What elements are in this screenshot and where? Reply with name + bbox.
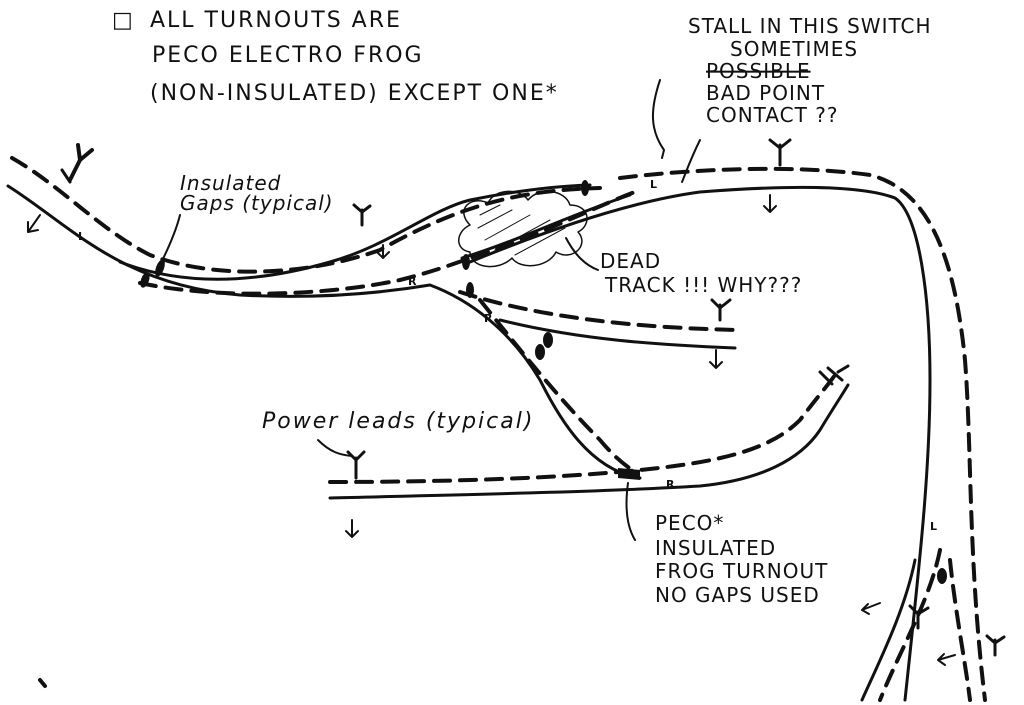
legend-line-1: ALL TURNOUTS ARE [150,8,402,33]
power-lead-icon [768,138,792,167]
gap-marker [543,332,553,348]
stall-line-struck: POSSIBLE [706,59,811,83]
power-leads [27,138,1006,666]
gap-marker [140,272,150,288]
rail-label-l: L [650,178,657,191]
stall-leader-line-2 [681,139,701,183]
dead-leader-line [565,237,599,271]
inner-dashed-rail [138,188,642,296]
top-solid-rail [468,185,932,702]
peco-line-1: PECO* [655,511,724,535]
bottom-siding-solid [328,383,850,500]
gap-marker [535,344,545,360]
gap-marker [462,254,470,270]
peco-line-2: INSULATED [655,536,776,560]
gap-marker [155,259,165,277]
track-rails [6,156,987,702]
rail-label-l: L [78,230,85,243]
drop-arrow-icon [937,653,956,666]
right-branch-dashed-2 [948,558,972,702]
legend-note: □ ALL TURNOUTS ARE PECO ELECTRO FROG (NO… [112,8,559,106]
drop-arrow-icon [709,349,723,369]
stall-line-2: SOMETIMES [730,37,858,61]
peco-leader-line [625,482,636,541]
drop-arrow-icon [345,519,359,538]
drop-arrow-icon [763,194,777,213]
power-lead-icon [985,634,1006,657]
rail-label-r: R [408,275,417,288]
power-leads-note: Power leads (typical) [262,409,534,434]
gap-marker [581,180,589,196]
power-lead-icon [352,203,372,227]
rail-label-r: R [484,312,493,325]
peco-line-3: FROG TURNOUT [655,559,828,583]
stray-ink-mark [38,678,47,688]
legend-line-3: (NON-INSULATED) EXCEPT ONE* [150,81,559,106]
inner-solid-rail [118,183,592,281]
bottom-siding-dashed [328,373,837,484]
right-branch-dashed [878,548,942,702]
stall-line-1: STALL IN THIS SWITCH [688,14,932,38]
insulated-gaps-note: Insulated Gaps (typical) [180,171,334,215]
dead-track-rail [460,193,632,260]
drop-arrow-icon [861,602,881,615]
legend-checkbox-mark: □ [112,8,135,33]
rail-label-l: L [930,520,937,533]
rail-letters: L L L R R R [78,178,937,533]
gap-marker [466,282,474,298]
insulated-line-2: Gaps (typical) [180,191,334,215]
stall-leader-line [651,79,665,159]
stall-line-4: BAD POINT [706,81,825,105]
dead-track-cloud [458,190,588,268]
middle-siding-solid [498,318,737,350]
dead-line-1: DEAD [600,249,661,273]
stall-note: STALL IN THIS SWITCH SOMETIMES POSSIBLE … [688,14,932,127]
main-dashed-rail [10,156,602,274]
peco-line-4: NO GAPS USED [655,583,820,607]
dead-line-2: TRACK !!! WHY??? [604,273,802,297]
top-dashed-rail [618,166,987,702]
dead-track-note: DEAD TRACK !!! WHY??? [600,249,802,297]
power-lead-icon [818,364,850,386]
gap-marker [937,568,947,584]
drop-arrow-icon [27,214,41,233]
middle-siding-dashed [458,290,742,332]
power-leader-line [317,439,353,457]
power-lead-icon [60,143,94,184]
insulated-line-1: Insulated [180,171,281,195]
lower-branch-dashed [478,298,637,474]
peco-note: PECO* INSULATED FROG TURNOUT NO GAPS USE… [655,511,828,607]
power-lead-icon [908,604,930,630]
cloud-hatch [477,204,566,256]
insulated-frog-mark [618,468,640,480]
drop-arrow-icon [376,244,390,259]
rail-label-r: R [666,478,675,491]
insulated-gaps [140,180,947,584]
right-branch-solid [860,558,917,702]
power-lead-icon [710,298,732,322]
stall-line-5: CONTACT ?? [706,103,838,127]
legend-line-2: PECO ELECTRO FROG [152,43,424,68]
insulated-leader-line [159,214,181,266]
